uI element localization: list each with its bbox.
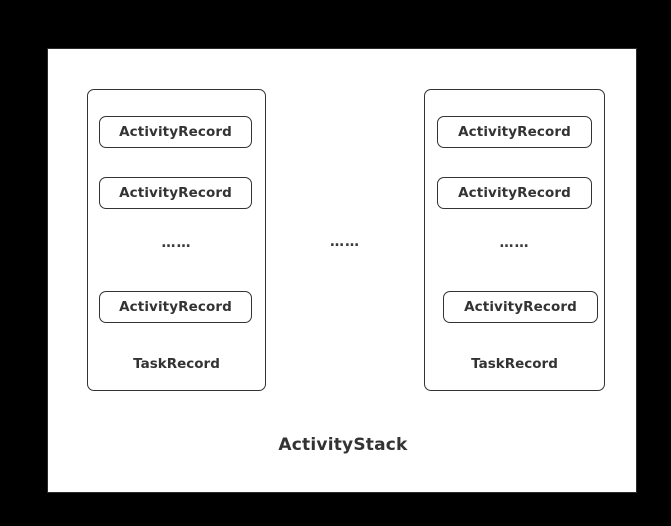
activity-record-pill[interactable]: ActivityRecord [99, 177, 252, 209]
activity-stack-title: ActivityStack [278, 435, 408, 455]
diagram-panel: ActivityRecord ActivityRecord …… Activit… [47, 48, 637, 493]
task-record-label: TaskRecord [471, 356, 558, 372]
activity-record-pill[interactable]: ActivityRecord [99, 116, 252, 148]
activity-record-pill[interactable]: ActivityRecord [437, 177, 592, 209]
task-record-box-2[interactable]: ActivityRecord ActivityRecord …… Activit… [424, 89, 605, 391]
activity-record-pill[interactable]: ActivityRecord [99, 291, 252, 323]
ellipsis-between-tasks: …… [330, 234, 360, 250]
ellipsis-task-1: …… [161, 235, 192, 251]
task-record-box-1[interactable]: ActivityRecord ActivityRecord …… Activit… [87, 89, 266, 391]
ellipsis-task-2: …… [499, 235, 530, 251]
activity-record-pill[interactable]: ActivityRecord [443, 291, 598, 323]
activity-record-pill[interactable]: ActivityRecord [437, 116, 592, 148]
task-record-label: TaskRecord [133, 356, 220, 372]
